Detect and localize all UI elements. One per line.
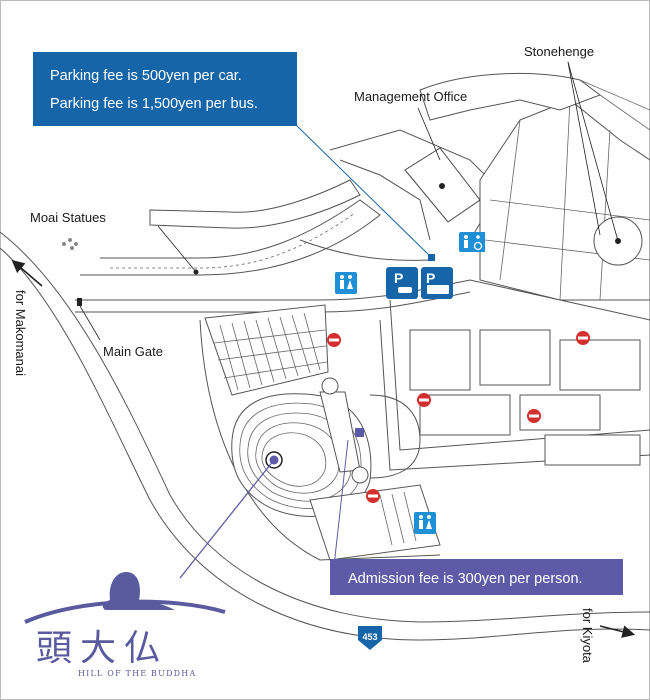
restroom-icon bbox=[335, 272, 357, 294]
arrow-to-makomanai bbox=[11, 259, 43, 287]
wheelchair-icon bbox=[471, 232, 485, 252]
no-entry-icon bbox=[327, 333, 341, 347]
car-parking-icon: P bbox=[386, 267, 418, 299]
no-entry-icon bbox=[576, 331, 590, 345]
logo-kanji: 頭大仏 bbox=[36, 628, 168, 669]
admission-fee-callout: Admission fee is 300yen per person. bbox=[330, 559, 623, 595]
logo-subtitle: HILL OF THE BUDDHA bbox=[78, 669, 196, 678]
moai-walkway bbox=[62, 179, 381, 276]
main-gate-label: Main Gate bbox=[103, 344, 163, 359]
parking-fee-bus: Parking fee is 1,500yen per bus. bbox=[50, 96, 258, 112]
buddha-hill bbox=[231, 377, 421, 517]
route-453-shield: 453 bbox=[358, 626, 382, 650]
for-makomanai-label: for Makomanai bbox=[13, 290, 28, 376]
bus-parking-icon: P bbox=[421, 267, 453, 299]
main-gate-marker bbox=[77, 298, 101, 341]
no-entry-icon bbox=[527, 409, 541, 423]
stonehenge-label: Stonehenge bbox=[524, 44, 594, 59]
moai-statues-label: Moai Statues bbox=[30, 210, 106, 225]
restroom-icon bbox=[414, 512, 436, 534]
route-number: 453 bbox=[362, 632, 377, 642]
parking-fee-car: Parking fee is 500yen per car. bbox=[50, 68, 242, 84]
car-parking-lot bbox=[204, 304, 329, 396]
management-office-building bbox=[404, 147, 481, 223]
for-kiyota-label: for Kiyota bbox=[580, 608, 595, 664]
highway-453 bbox=[0, 231, 650, 641]
svg-text:P: P bbox=[426, 270, 435, 286]
lower-parking-lot bbox=[309, 484, 441, 561]
parking-fee-callout: Parking fee is 500yen per car. Parking f… bbox=[33, 52, 297, 126]
management-office-label: Management Office bbox=[354, 89, 467, 104]
no-entry-icon bbox=[417, 393, 431, 407]
entrance-marker bbox=[355, 428, 364, 437]
svg-text:P: P bbox=[394, 270, 403, 286]
hill-of-the-buddha-logo: 頭大仏 HILL OF THE BUDDHA bbox=[24, 572, 226, 678]
admission-fee: Admission fee is 300yen per person. bbox=[348, 571, 583, 587]
no-entry-icon bbox=[366, 489, 380, 503]
arrow-to-kiyota bbox=[599, 625, 636, 638]
leader-lines bbox=[157, 61, 619, 579]
